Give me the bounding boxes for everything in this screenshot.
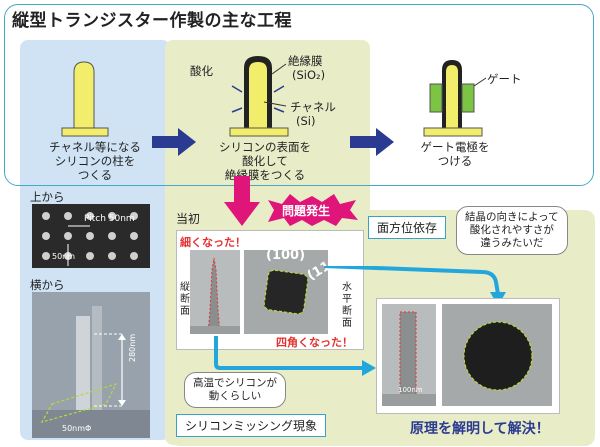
gate-label: ゲート bbox=[487, 72, 522, 86]
scale-label: 100nm bbox=[398, 386, 423, 394]
sem-dots-pattern bbox=[42, 212, 138, 266]
oxidation-label: 酸化 bbox=[190, 64, 213, 78]
problem-label: 問題発生 bbox=[282, 204, 331, 218]
height-label: 280nm bbox=[128, 333, 137, 362]
silicon-moves-bubble: 高温でシリコンが 動くらしい bbox=[184, 372, 286, 408]
thin-annotation: 細くなった！ bbox=[180, 236, 246, 249]
horizontal-section-label: 水平断面 bbox=[342, 282, 352, 329]
solved-vertical-tem-image bbox=[382, 304, 436, 406]
channel-label: チャネル bbox=[290, 100, 336, 114]
plane-dependence-tag: 面方位依存 bbox=[368, 216, 447, 239]
side-view-sem-image bbox=[32, 292, 150, 438]
step3-caption: ゲート電極を つける bbox=[420, 140, 490, 168]
diagram-title: 縦型トランジスター作製の主な工程 bbox=[12, 11, 292, 31]
silicon-missing-tag: シリコンミッシング現象 bbox=[176, 414, 327, 437]
horizontal-section-tem-image bbox=[244, 250, 328, 334]
initial-label: 当初 bbox=[176, 212, 201, 226]
width-label: 50nm bbox=[52, 252, 76, 261]
from-top-label: 上から bbox=[30, 190, 65, 204]
process-panel bbox=[4, 4, 594, 186]
square-annotation: 四角くなった！ bbox=[276, 336, 353, 349]
crystal-orientation-bubble: 結晶の向きによって 酸化されやすさが 違うみたいだ bbox=[456, 206, 568, 255]
gate-pillar-icon bbox=[423, 60, 487, 137]
vertical-section-tem-image bbox=[190, 250, 240, 334]
side-view-pillars bbox=[32, 292, 150, 438]
arrow-down-icon bbox=[224, 176, 260, 226]
arrow-right-icon bbox=[152, 128, 196, 156]
step1-caption: チャネル等になる シリコンの柱を つくる bbox=[49, 140, 141, 182]
cyan-arrows-icon bbox=[214, 266, 506, 376]
top-view-sem-image bbox=[32, 204, 150, 268]
insulator-formula: (SiO₂) bbox=[292, 68, 326, 82]
bottom-dimension-label: 50nmΦ bbox=[62, 424, 92, 433]
silicon-pillar-icon bbox=[61, 61, 109, 137]
step2-caption: シリコンの表面を 酸化して 絶縁膜をつくる bbox=[219, 140, 311, 182]
solved-horizontal-tem-image bbox=[442, 304, 552, 406]
plane-100-label: (100) bbox=[266, 248, 306, 263]
oxidized-pillar-icon bbox=[229, 56, 289, 137]
from-side-label: 横から bbox=[30, 278, 65, 292]
vertical-section-label: 縦断面 bbox=[180, 282, 190, 317]
insulator-label: 絶縁膜 bbox=[288, 54, 323, 68]
solved-label: 原理を解明して解決！ bbox=[410, 421, 550, 437]
channel-formula: (Si) bbox=[296, 114, 316, 128]
arrow-right-icon bbox=[350, 128, 394, 156]
problem-burst-icon bbox=[268, 194, 358, 226]
pitch-label: Pitch 50nm bbox=[84, 214, 135, 224]
